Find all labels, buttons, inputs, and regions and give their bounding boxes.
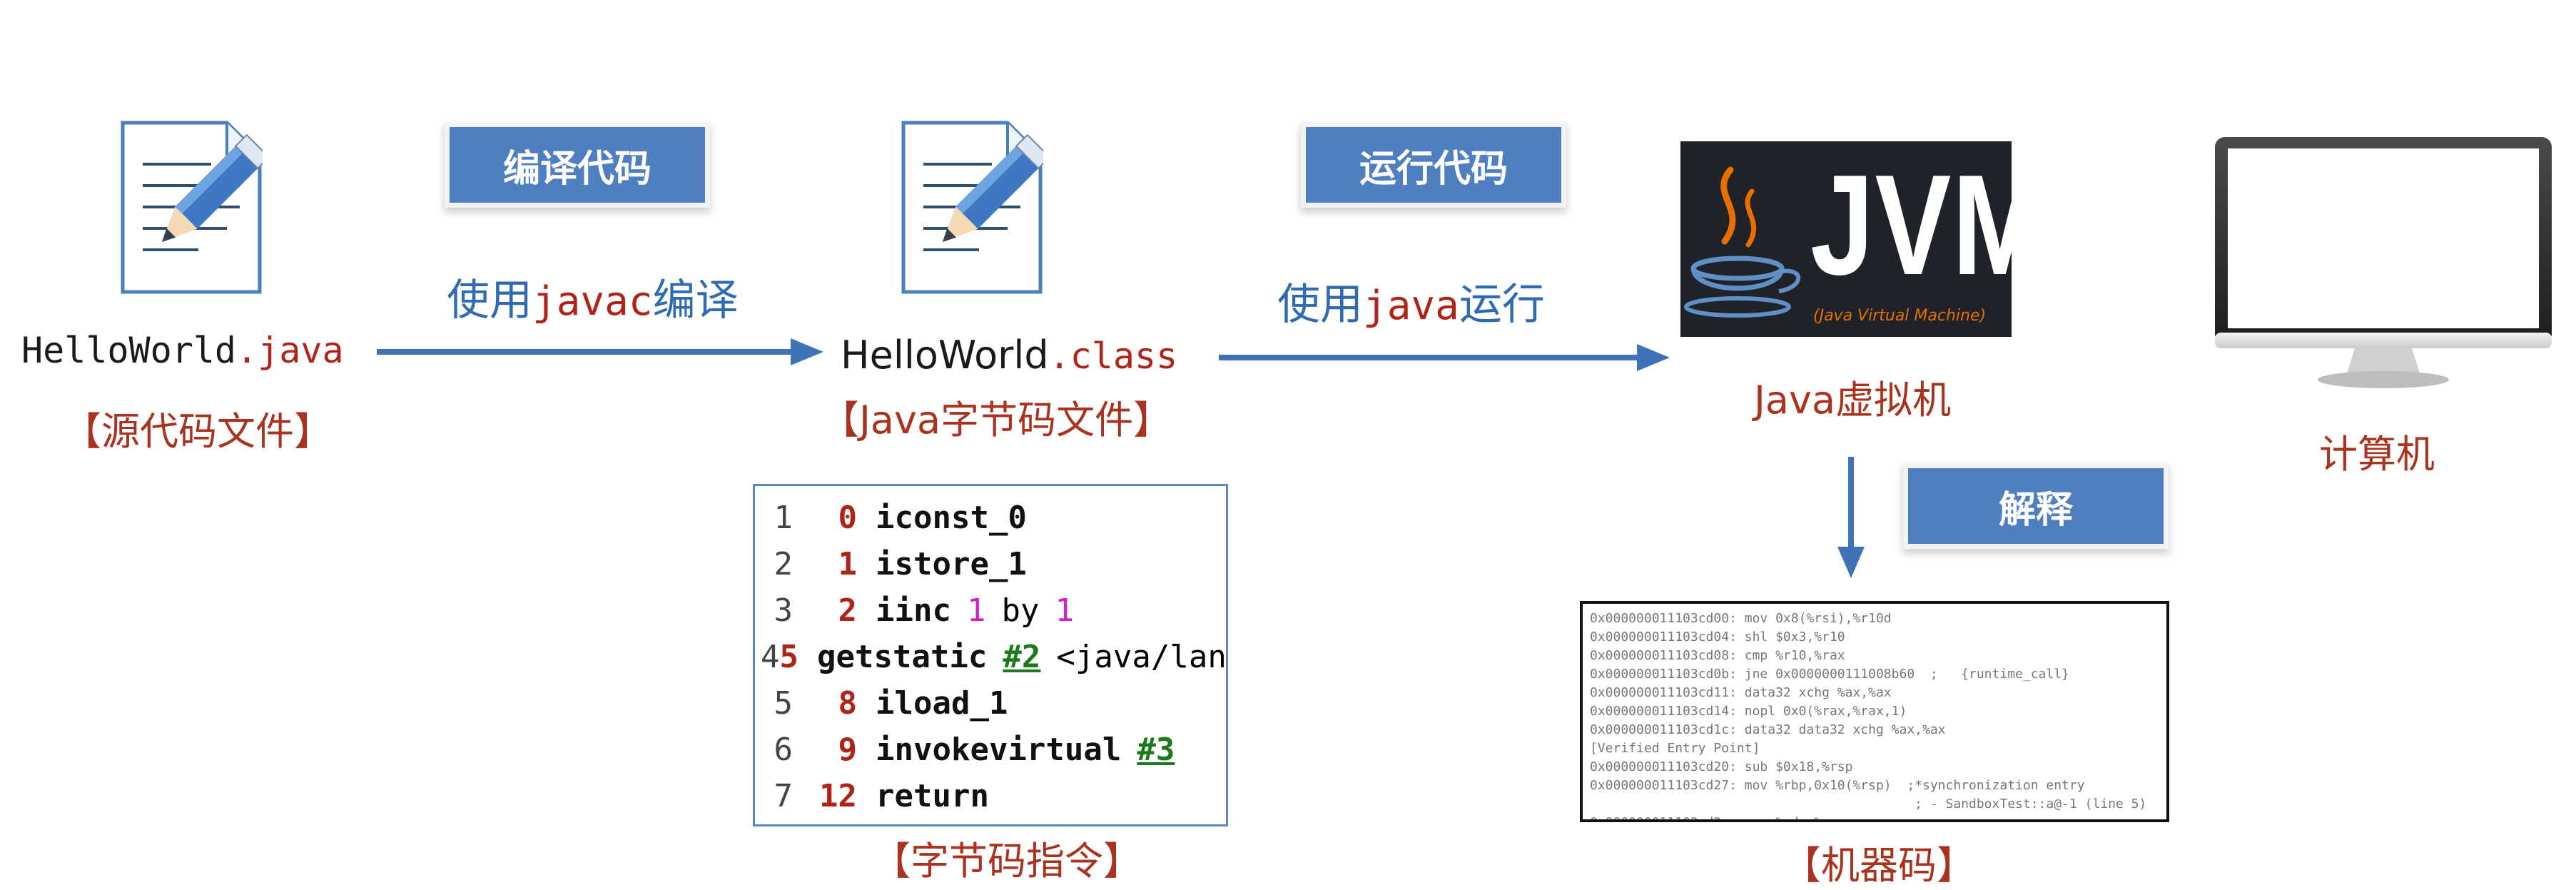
bytecode-row: 2 1 istore_1 (755, 541, 1226, 587)
machine-code-listing: 0x000000011103cd00: mov 0x8(%rsi),%r10d 0… (1580, 601, 2169, 822)
bytecode-line-number: 2 (774, 546, 793, 582)
bytecode-caption: 【字节码指令】 (872, 839, 1142, 884)
interpret-step-label: 解释 (1908, 468, 2164, 544)
bytecode-row: 6 9 invokevirtual #3 (755, 727, 1226, 773)
bytecode-operand: 1 (966, 592, 986, 629)
class-filename-ext: .class (1048, 335, 1178, 377)
machine-code-lines: 0x000000011103cd00: mov 0x8(%rsi),%r10d 0… (1590, 610, 2159, 819)
jvm-caption: Java虚拟机 (1754, 378, 1952, 423)
compile-desc-pre: 使用 (447, 275, 532, 325)
bytecode-opcode: getstatic (817, 639, 988, 675)
machine-code-line: ; - SandboxTest::a@-1 (line 5) (1590, 797, 2147, 811)
source-filename-ext: .java (236, 330, 344, 371)
machine-code-line: 0x000000011103cd04: shl $0x3,%r10 (1590, 629, 1845, 644)
bytecode-operand: #2 (1003, 639, 1041, 675)
bytecode-line-number: 3 (774, 592, 793, 629)
compile-desc-command: javac (532, 278, 653, 325)
bytecode-offset: 9 (838, 732, 858, 768)
bytecode-offset: 8 (838, 685, 858, 722)
source-filename: HelloWorld.java (21, 330, 344, 371)
bytecode-opcode: iinc (876, 592, 951, 629)
compile-arrow (377, 338, 823, 365)
run-description: 使用java运行 (1277, 270, 1545, 332)
run-desc-pre: 使用 (1277, 280, 1363, 330)
machine-code-line: 0x000000011103cd27: mov %rbp,0x10(%rsp) … (1590, 778, 2085, 793)
bytecode-line-number: 6 (774, 732, 793, 768)
bytecode-offset: 12 (819, 778, 857, 814)
machine-code-line: 0x000000011103cd0b: jne 0x0000000111008b… (1590, 667, 2069, 682)
computer-monitor-icon (2215, 137, 2552, 388)
run-desc-command: java (1363, 283, 1459, 329)
compile-description: 使用javac编译 (447, 266, 739, 328)
bytecode-offset: 1 (838, 546, 858, 582)
jvm-logo: JVM (Java Virtual Machine) (1680, 141, 2047, 337)
machine-code-line: [Verified Entry Point] (1590, 741, 1760, 756)
jvm-logo-subtitle: (Java Virtual Machine) (1813, 307, 1987, 325)
bytecode-row: 1 0 iconst_0 (755, 495, 1226, 541)
bytecode-offset: 0 (838, 500, 858, 536)
machine-code-line: 0x000000011103cd1c: data32 data32 xchg %… (1590, 722, 1946, 737)
run-desc-post: 运行 (1459, 280, 1545, 330)
machine-code-line: 0x000000011103cd14: nopl 0x0(%rax,%rax,1… (1590, 704, 1907, 719)
bytecode-offset: 5 (779, 639, 799, 675)
machine-code-caption: 【机器码】 (1783, 843, 1975, 888)
source-caption: 【源代码文件】 (63, 409, 333, 454)
bytecode-row: 3 2 iinc 1 by 1 (755, 587, 1226, 634)
bytecode-line-number: 1 (774, 500, 793, 536)
run-arrow (1219, 344, 1670, 371)
bytecode-opcode: invokevirtual (876, 732, 1122, 768)
bytecode-opcode: return (876, 778, 989, 814)
bytecode-line-number: 5 (774, 685, 793, 722)
source-filename-base: HelloWorld (21, 330, 237, 371)
machine-code-line: 0x000000011103cd08: cmp %r10,%rax (1590, 648, 1845, 663)
java-cup-icon (1684, 166, 1801, 318)
bytecode-operand: by (1001, 592, 1040, 629)
bytecode-line-number: 4 (761, 639, 780, 675)
machine-code-line: 0x000000011103cd2c: mov %edx,%eax (1590, 814, 2159, 819)
bytecode-operand: 1 (1055, 592, 1074, 629)
run-step-label: 运行代码 (1306, 127, 1561, 203)
bytecode-opcode: iload_1 (876, 685, 1008, 722)
bytecode-row: 7 12 return (755, 773, 1226, 819)
bytecode-operand: <java/lang/System.out> (1056, 639, 1227, 675)
bytecode-operand: #3 (1137, 732, 1175, 768)
bytecode-opcode: iconst_0 (876, 500, 1027, 536)
machine-code-line: 0x000000011103cd00: mov 0x8(%rsi),%r10d (1590, 611, 1892, 626)
machine-code-line: 0x000000011103cd11: data32 xchg %ax,%ax (1590, 685, 1892, 700)
bytecode-offset: 2 (838, 592, 858, 629)
class-file-icon (901, 121, 1043, 294)
source-file-icon (121, 121, 263, 294)
compile-step-label: 编译代码 (450, 127, 705, 203)
machine-code-line: 0x000000011103cd20: sub $0x18,%rsp (1590, 759, 1853, 774)
jvm-logo-text: JVM (1810, 146, 2049, 305)
interpret-arrow (1837, 457, 1865, 578)
compile-desc-post: 编译 (652, 275, 739, 325)
bytecode-opcode: istore_1 (876, 546, 1027, 582)
class-filename: HelloWorld.class (841, 333, 1177, 378)
bytecode-line-number: 7 (774, 778, 793, 814)
bytecode-row: 45 getstatic #2 <java/lang/System.out> (755, 634, 1226, 680)
computer-caption: 计算机 (2319, 432, 2435, 477)
class-caption: 【Java字节码文件】 (821, 398, 1172, 443)
bytecode-row: 5 8 iload_1 (755, 680, 1226, 727)
class-filename-base: HelloWorld (841, 333, 1049, 378)
